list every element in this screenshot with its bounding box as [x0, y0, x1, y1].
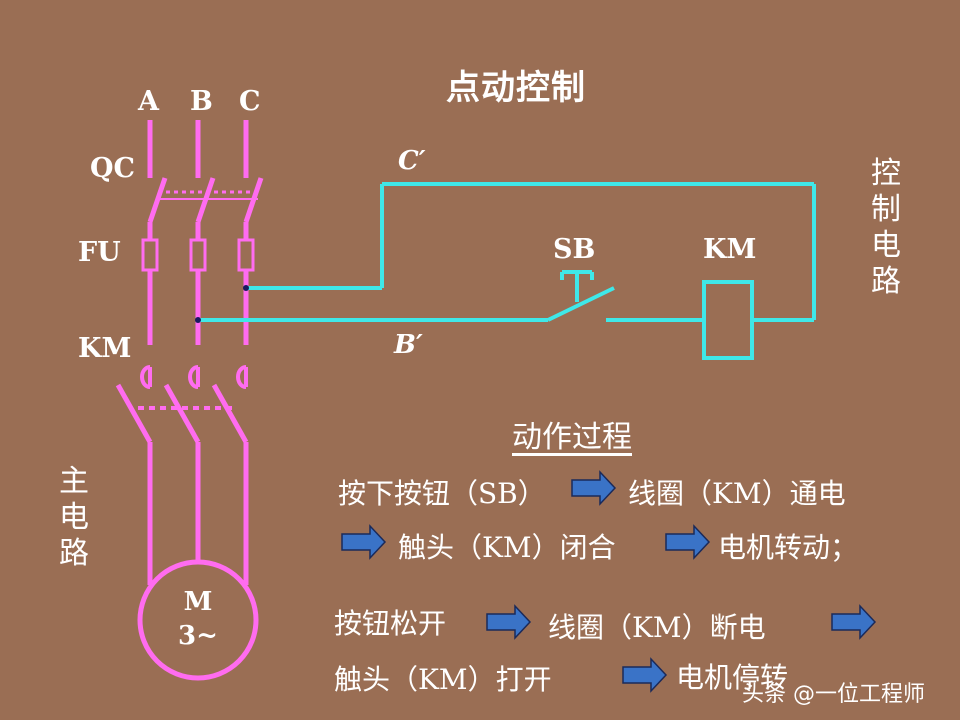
- arrow-icon: [622, 657, 668, 693]
- motor-label: M 3~: [168, 585, 228, 653]
- b-prime-label: B′: [394, 330, 423, 360]
- c-prime-label: C′: [398, 146, 426, 176]
- process-heading: 动作过程: [512, 420, 632, 455]
- km-contact-symbols: [140, 365, 248, 389]
- arrow-icon: [665, 524, 711, 560]
- arrow-icon: [831, 604, 877, 640]
- process-step-1a: 按下按钮（SB）: [338, 477, 546, 510]
- km-main-label: KM: [78, 333, 132, 364]
- km-coil-label: KM: [703, 234, 757, 265]
- arrow-icon: [486, 604, 532, 640]
- process-step-3b: 线圈（KM）断电: [548, 611, 766, 644]
- motor-m: M: [183, 587, 213, 617]
- process-arrows: [341, 470, 877, 693]
- motor-phase: 3~: [178, 621, 218, 651]
- process-step-2b: 电机转动；: [718, 531, 859, 564]
- process-step-4a: 触头（KM）打开: [334, 663, 552, 696]
- process-step-1b: 线圈（KM）通电: [628, 477, 846, 510]
- arrow-icon: [341, 524, 387, 560]
- process-step-4b: 电机停转: [676, 661, 789, 694]
- main-circuit-label: 主电路: [59, 464, 89, 571]
- motor-circle: [137, 559, 259, 681]
- control-circuit-label: 控制电路: [871, 156, 901, 299]
- phase-label-a: A: [138, 86, 159, 117]
- process-step-2a: 触头（KM）闭合: [398, 531, 616, 564]
- page-title: 点动控制: [446, 68, 586, 108]
- watermark: 头条 @一位工程师: [742, 682, 925, 707]
- fu-label: FU: [78, 237, 121, 268]
- main-circuit-wiring: [115, 120, 264, 585]
- phase-label-b: B: [190, 86, 213, 117]
- arrow-icon: [571, 470, 617, 506]
- junction-dot-b: [195, 317, 201, 323]
- sb-label: SB: [553, 234, 596, 265]
- qc-label: QC: [90, 153, 136, 184]
- control-circuit-wiring: [198, 182, 816, 360]
- process-step-3a: 按钮松开: [334, 607, 447, 640]
- fuse-symbols: [141, 238, 255, 272]
- phase-label-c: C: [239, 86, 261, 117]
- junction-dot-c: [243, 285, 249, 291]
